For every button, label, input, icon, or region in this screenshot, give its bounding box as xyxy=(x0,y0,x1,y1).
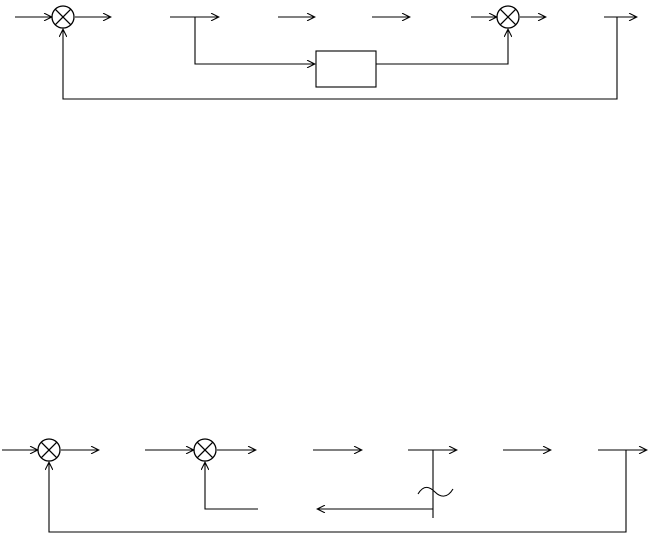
bottom-summing-junction-1 xyxy=(37,438,61,462)
top-feedforward-block xyxy=(315,50,377,88)
bottom-inner-feedback-to-junction xyxy=(205,463,258,510)
bottom-tilde-break-mark xyxy=(417,486,454,497)
top-summing-junction-2 xyxy=(496,5,520,29)
top-feedforward-to-junction xyxy=(376,30,508,65)
top-feedback-path xyxy=(63,17,618,100)
top-feedforward-path xyxy=(194,17,314,64)
top-diagram xyxy=(15,5,636,100)
top-summing-junction-1 xyxy=(51,5,75,29)
bottom-outer-feedback-path xyxy=(49,450,627,533)
bottom-summing-junction-2 xyxy=(193,438,217,462)
bottom-diagram xyxy=(2,438,646,533)
